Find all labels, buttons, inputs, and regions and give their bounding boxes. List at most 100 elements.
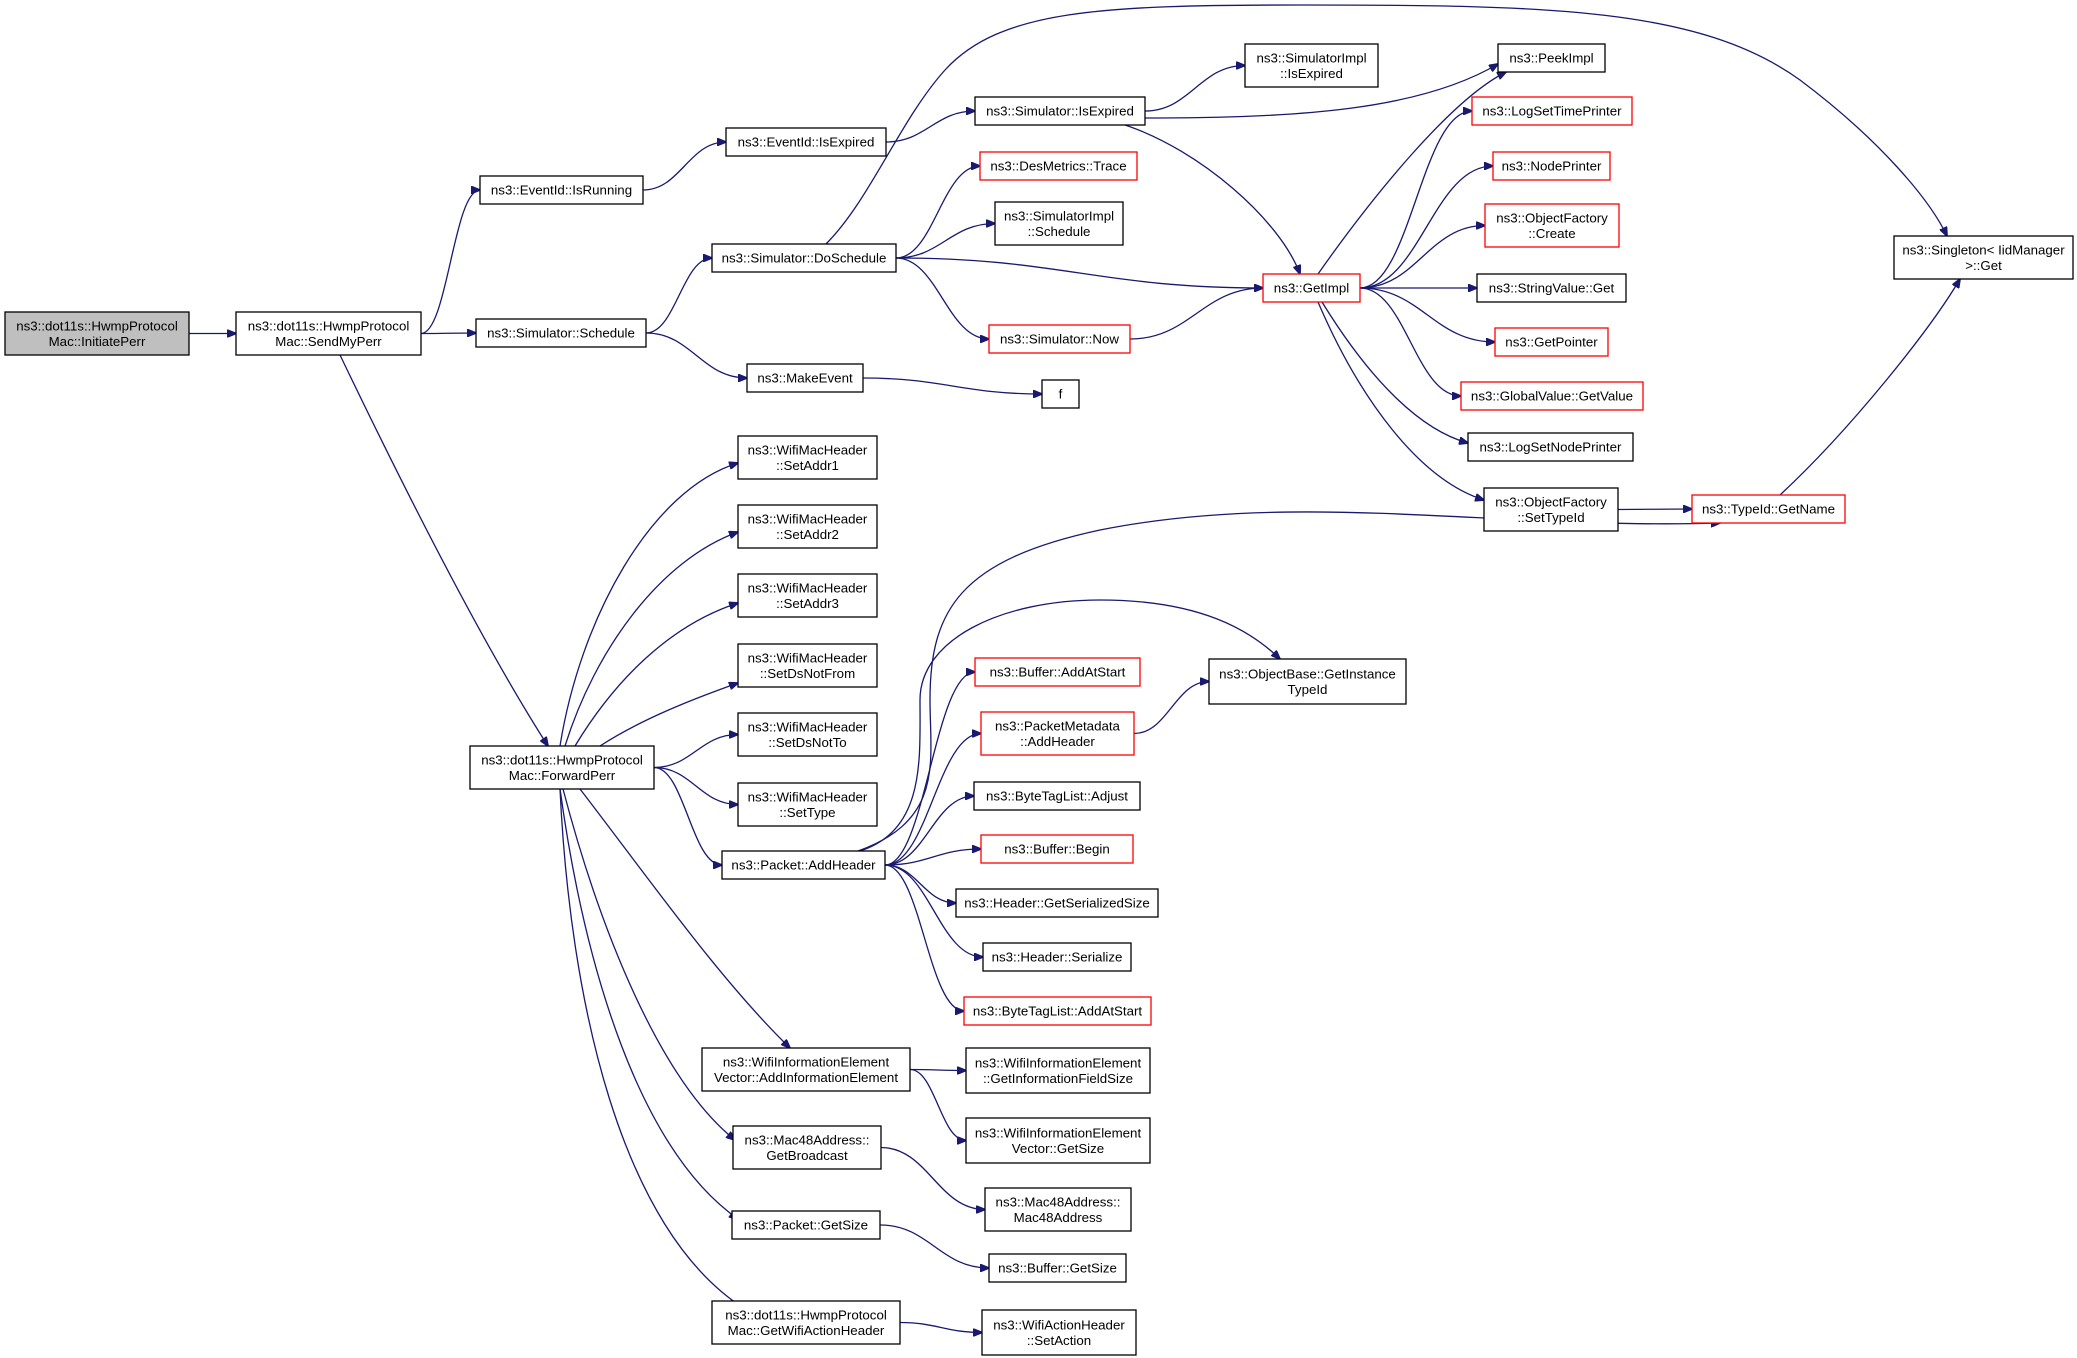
node-label-line: TypeId [1288, 682, 1328, 697]
node-header-getserializedsize[interactable]: ns3::Header::GetSerializedSize [955, 888, 1159, 918]
node-simulator-doschedule[interactable]: ns3::Simulator::DoSchedule [711, 243, 897, 273]
node-box [1467, 432, 1634, 462]
edge-packet-addheader-to-header-serialize [884, 864, 983, 957]
node-wievector-getsize[interactable]: ns3::WifiInformationElementVector::GetSi… [965, 1117, 1151, 1164]
edge-packet-addheader-to-getinstancetypeid [859, 599, 1280, 852]
node-label-line: ::SetAddr2 [776, 527, 839, 542]
node-simulator-now[interactable]: ns3::Simulator::Now [988, 324, 1131, 354]
node-box [980, 711, 1135, 756]
node-box [737, 435, 878, 480]
edge-getimpl-to-globalvalue-getvalue [1359, 287, 1461, 396]
node-box [965, 1047, 1151, 1094]
edge-addinformationelement-to-wievector-getsize [909, 1068, 966, 1141]
edge-forward-perr-to-packet-getsize [559, 788, 738, 1219]
edge-getbroadcast-to-mac48address-ctor [880, 1146, 985, 1210]
node-box [963, 996, 1152, 1026]
node-getinformationfieldsize[interactable]: ns3::WifiInformationElement::GetInformat… [965, 1047, 1151, 1094]
node-buffer-addatstart[interactable]: ns3::Buffer::AddAtStart [974, 657, 1141, 687]
node-simulatorimpl-schedule[interactable]: ns3::SimulatorImpl::Schedule [994, 201, 1124, 246]
node-buffer-getsize[interactable]: ns3::Buffer::GetSize [988, 1253, 1127, 1283]
node-label-line: Vector::GetSize [1012, 1141, 1104, 1156]
node-setaddr2[interactable]: ns3::WifiMacHeader::SetAddr2 [737, 504, 878, 549]
edge-getimpl-to-objectfactory-create [1359, 226, 1485, 289]
node-globalvalue-getvalue[interactable]: ns3::GlobalValue::GetValue [1460, 381, 1644, 411]
node-stringvalue-get[interactable]: ns3::StringValue::Get [1476, 273, 1627, 303]
node-box [737, 712, 878, 757]
node-label-line: ns3::LogSetTimePrinter [1482, 104, 1622, 119]
node-nodeprinter[interactable]: ns3::NodePrinter [1492, 151, 1611, 181]
node-header-serialize[interactable]: ns3::Header::Serialize [982, 942, 1132, 972]
node-objectfactory-settypeid[interactable]: ns3::ObjectFactory::SetTypeId [1483, 487, 1619, 532]
node-label-line: f [1059, 387, 1063, 402]
node-label-line: ns3::GetPointer [1505, 335, 1598, 350]
edge-forward-perr-to-addinformationelement [579, 788, 790, 1048]
node-label-line: ns3::Mac48Address:: [745, 1132, 870, 1147]
node-label-line: ns3::Simulator::IsExpired [986, 104, 1134, 119]
node-label-line: ns3::WifiMacHeader [748, 650, 868, 665]
node-packet-addheader[interactable]: ns3::Packet::AddHeader [721, 850, 886, 880]
node-desmetrics-trace[interactable]: ns3::DesMetrics::Trace [979, 151, 1138, 181]
node-settype[interactable]: ns3::WifiMacHeader::SetType [737, 782, 878, 827]
node-setdsnotfrom[interactable]: ns3::WifiMacHeader::SetDsNotFrom [737, 643, 878, 688]
node-box [746, 363, 864, 393]
edge-forward-perr-to-setaddr1 [559, 463, 738, 747]
node-initiate-perr[interactable]: ns3::dot11s::HwmpProtocolMac::InitiatePe… [4, 311, 190, 356]
node-label-line: ns3::Simulator::Now [1000, 332, 1119, 347]
edge-forward-perr-to-getwifiactionheader [559, 788, 745, 1309]
node-simulator-isexpired[interactable]: ns3::Simulator::IsExpired [974, 96, 1146, 126]
node-addinformationelement[interactable]: ns3::WifiInformationElementVector::AddIn… [701, 1047, 911, 1092]
node-objectfactory-create[interactable]: ns3::ObjectFactory::Create [1484, 203, 1620, 248]
node-bytetaglist-addatstart[interactable]: ns3::ByteTagList::AddAtStart [963, 996, 1152, 1026]
node-box [479, 175, 644, 205]
node-buffer-begin[interactable]: ns3::Buffer::Begin [980, 834, 1134, 864]
node-setaddr1[interactable]: ns3::WifiMacHeader::SetAddr1 [737, 435, 878, 480]
node-f[interactable]: f [1041, 379, 1080, 409]
node-wifiactionheader-setaction[interactable]: ns3::WifiActionHeader::SetAction [981, 1309, 1137, 1356]
edge-simulator-isexpired-to-simulatorimpl-isexpired [1144, 66, 1245, 112]
node-box [988, 324, 1131, 354]
node-packetmetadata-addheader[interactable]: ns3::PacketMetadata::AddHeader [980, 711, 1135, 756]
node-logsettimeprinter[interactable]: ns3::LogSetTimePrinter [1471, 96, 1633, 126]
node-eventid-isexpired[interactable]: ns3::EventId::IsExpired [725, 127, 887, 157]
edge-packet-addheader-to-bytetaglist-addatstart [884, 864, 964, 1011]
node-label-line: ns3::dot11s::HwmpProtocol [481, 752, 643, 767]
node-label-line: ::AddHeader [1020, 734, 1095, 749]
node-peekimpl[interactable]: ns3::PeekImpl [1497, 43, 1606, 73]
node-setaddr3[interactable]: ns3::WifiMacHeader::SetAddr3 [737, 573, 878, 618]
node-typeid-getname[interactable]: ns3::TypeId::GetName [1691, 494, 1846, 524]
node-setdsnotto[interactable]: ns3::WifiMacHeader::SetDsNotTo [737, 712, 878, 757]
node-mac48address-ctor[interactable]: ns3::Mac48Address::Mac48Address [984, 1187, 1132, 1232]
node-forward-perr[interactable]: ns3::dot11s::HwmpProtocolMac::ForwardPer… [469, 745, 655, 790]
node-label-line: ns3::WifiMacHeader [748, 442, 868, 457]
node-label-line: ns3::TypeId::GetName [1702, 502, 1835, 517]
node-box [469, 745, 655, 790]
node-label-line: ::IsExpired [1280, 66, 1343, 81]
node-getimpl[interactable]: ns3::GetImpl [1262, 273, 1361, 303]
node-label-line: ns3::PacketMetadata [995, 718, 1121, 733]
node-box [1484, 203, 1620, 248]
node-packet-getsize[interactable]: ns3::Packet::GetSize [731, 1210, 881, 1240]
node-label-line: ns3::ByteTagList::Adjust [986, 789, 1128, 804]
edge-eventid-isexpired-to-simulator-isexpired [885, 111, 975, 143]
node-simulatorimpl-isexpired[interactable]: ns3::SimulatorImpl::IsExpired [1244, 43, 1379, 88]
node-bytetaglist-adjust[interactable]: ns3::ByteTagList::Adjust [973, 781, 1141, 811]
node-label-line: ns3::WifiMacHeader [748, 789, 868, 804]
node-label-line: ns3::MakeEvent [757, 371, 853, 386]
node-getbroadcast[interactable]: ns3::Mac48Address::GetBroadcast [732, 1125, 882, 1170]
node-box [737, 504, 878, 549]
node-getwifiactionheader[interactable]: ns3::dot11s::HwmpProtocolMac::GetWifiAct… [711, 1300, 901, 1345]
node-label-line: ns3::NodePrinter [1502, 159, 1602, 174]
node-label-line: Mac::SendMyPerr [275, 334, 382, 349]
node-getpointer[interactable]: ns3::GetPointer [1494, 327, 1609, 357]
node-box [737, 643, 878, 688]
node-logsetnodeprinter[interactable]: ns3::LogSetNodePrinter [1467, 432, 1634, 462]
node-simulator-schedule[interactable]: ns3::Simulator::Schedule [475, 318, 647, 348]
node-makeevent[interactable]: ns3::MakeEvent [746, 363, 864, 393]
edge-simulator-now-to-getimpl [1129, 288, 1263, 340]
node-label-line: ns3::Simulator::DoSchedule [722, 251, 887, 266]
node-box [1492, 151, 1611, 181]
node-eventid-isrunning[interactable]: ns3::EventId::IsRunning [479, 175, 644, 205]
node-singleton-get[interactable]: ns3::Singleton< IidManager>::Get [1893, 235, 2074, 280]
